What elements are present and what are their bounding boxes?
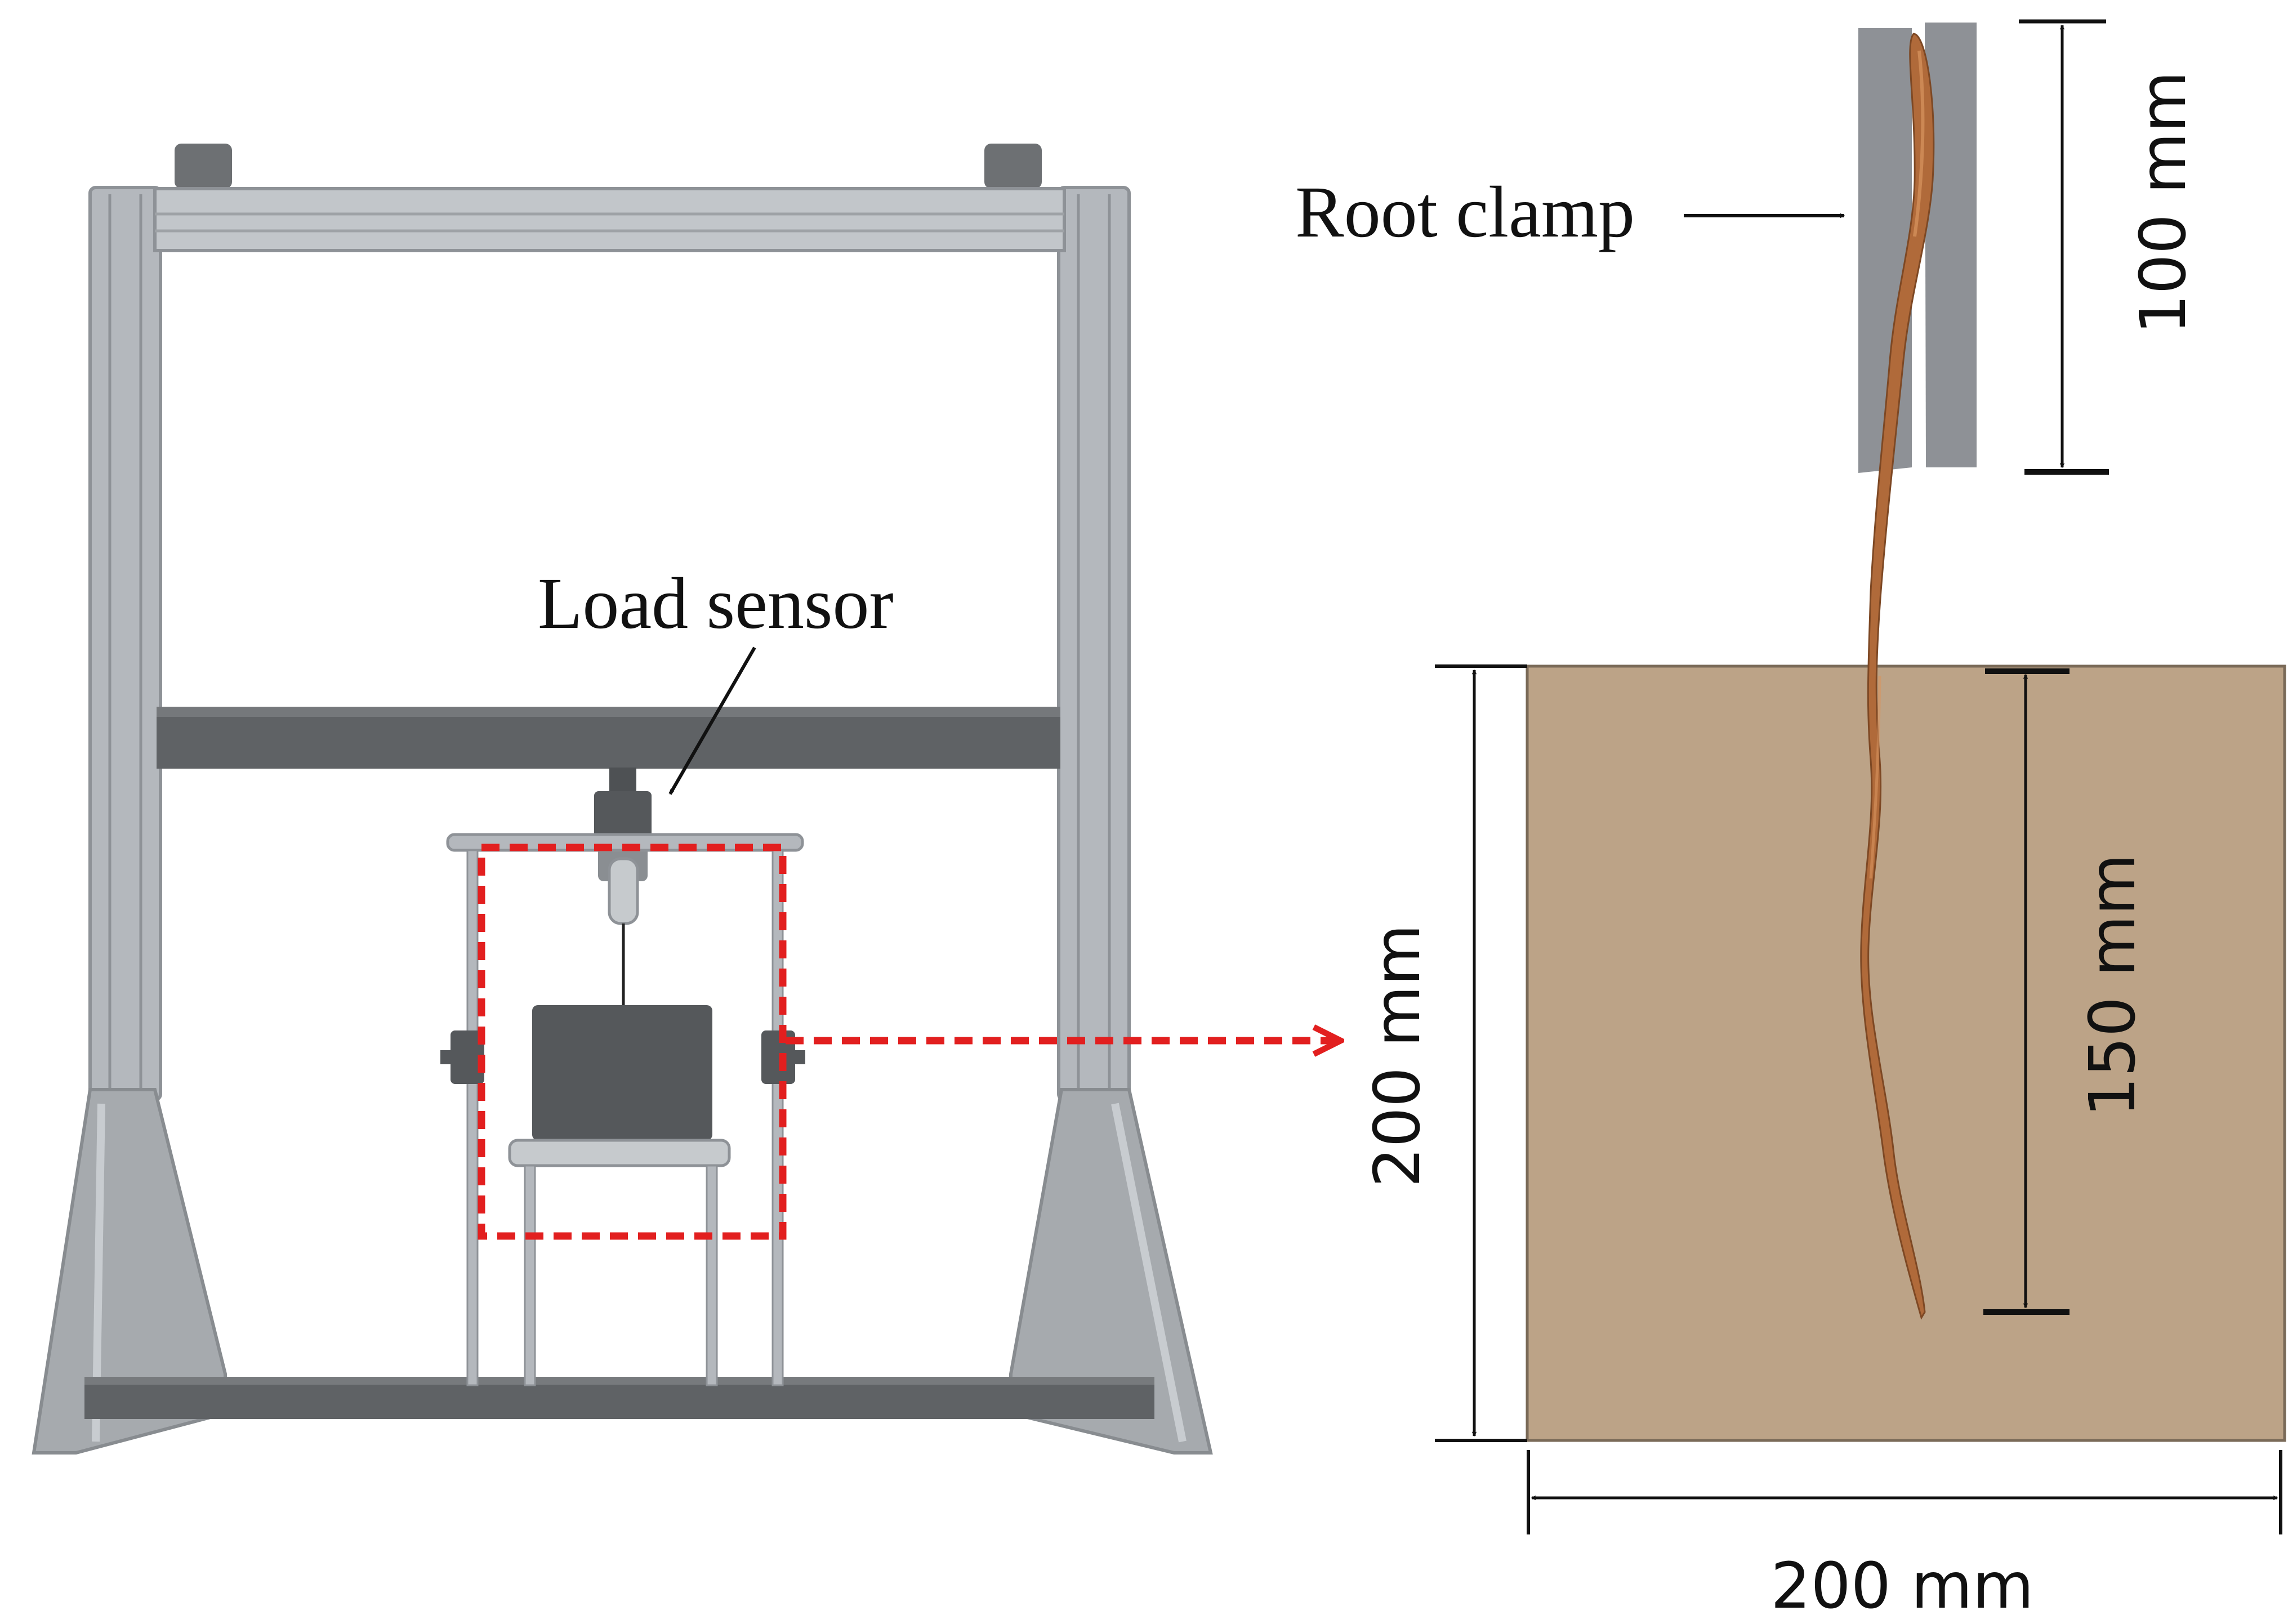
- test-frame: [32, 144, 1213, 1455]
- cross-beam: [157, 707, 1060, 769]
- embed-depth-label: 150 mm: [2076, 854, 2149, 1117]
- detail-highlight-box: [478, 844, 787, 1240]
- box-width-dimension: [1527, 1450, 2282, 1534]
- root-detail: 100 mm 150 mm 200 mm 200 mm: [1361, 19, 2286, 1623]
- weight-box: [532, 1005, 712, 1140]
- box-height-label: 200 mm: [1361, 924, 1434, 1188]
- clamp-length-dimension: [2019, 19, 2109, 475]
- embed-depth-dimension: [1983, 668, 2070, 1315]
- load-sensor-label: Load sensor: [538, 563, 894, 644]
- right-foot: [1009, 1088, 1213, 1455]
- box-height-dimension: [1435, 664, 1527, 1442]
- left-column: [88, 186, 162, 1101]
- sensor-mount: [609, 768, 636, 793]
- hanger-leg-left: [466, 849, 479, 1386]
- right-column: [1057, 186, 1131, 1101]
- right-top-cap: [984, 144, 1042, 189]
- soil-box: [1526, 664, 2286, 1442]
- left-top-cap: [175, 144, 232, 189]
- clamp-length-label: 100 mm: [2127, 71, 2200, 334]
- sensor-rod: [608, 857, 639, 925]
- root-clamp-right-plate: [1925, 23, 1977, 467]
- support-table-leg-2: [706, 1165, 718, 1386]
- side-clamp-left: [451, 1030, 484, 1084]
- support-table-leg-1: [524, 1165, 536, 1386]
- root-clamp-label: Root clamp: [1295, 172, 1635, 253]
- support-table-top: [508, 1139, 731, 1167]
- box-width-label: 200 mm: [1770, 1550, 2034, 1623]
- root: [1860, 33, 1935, 1320]
- load-sensor-pointer: [668, 646, 756, 795]
- top-beam: [153, 187, 1066, 252]
